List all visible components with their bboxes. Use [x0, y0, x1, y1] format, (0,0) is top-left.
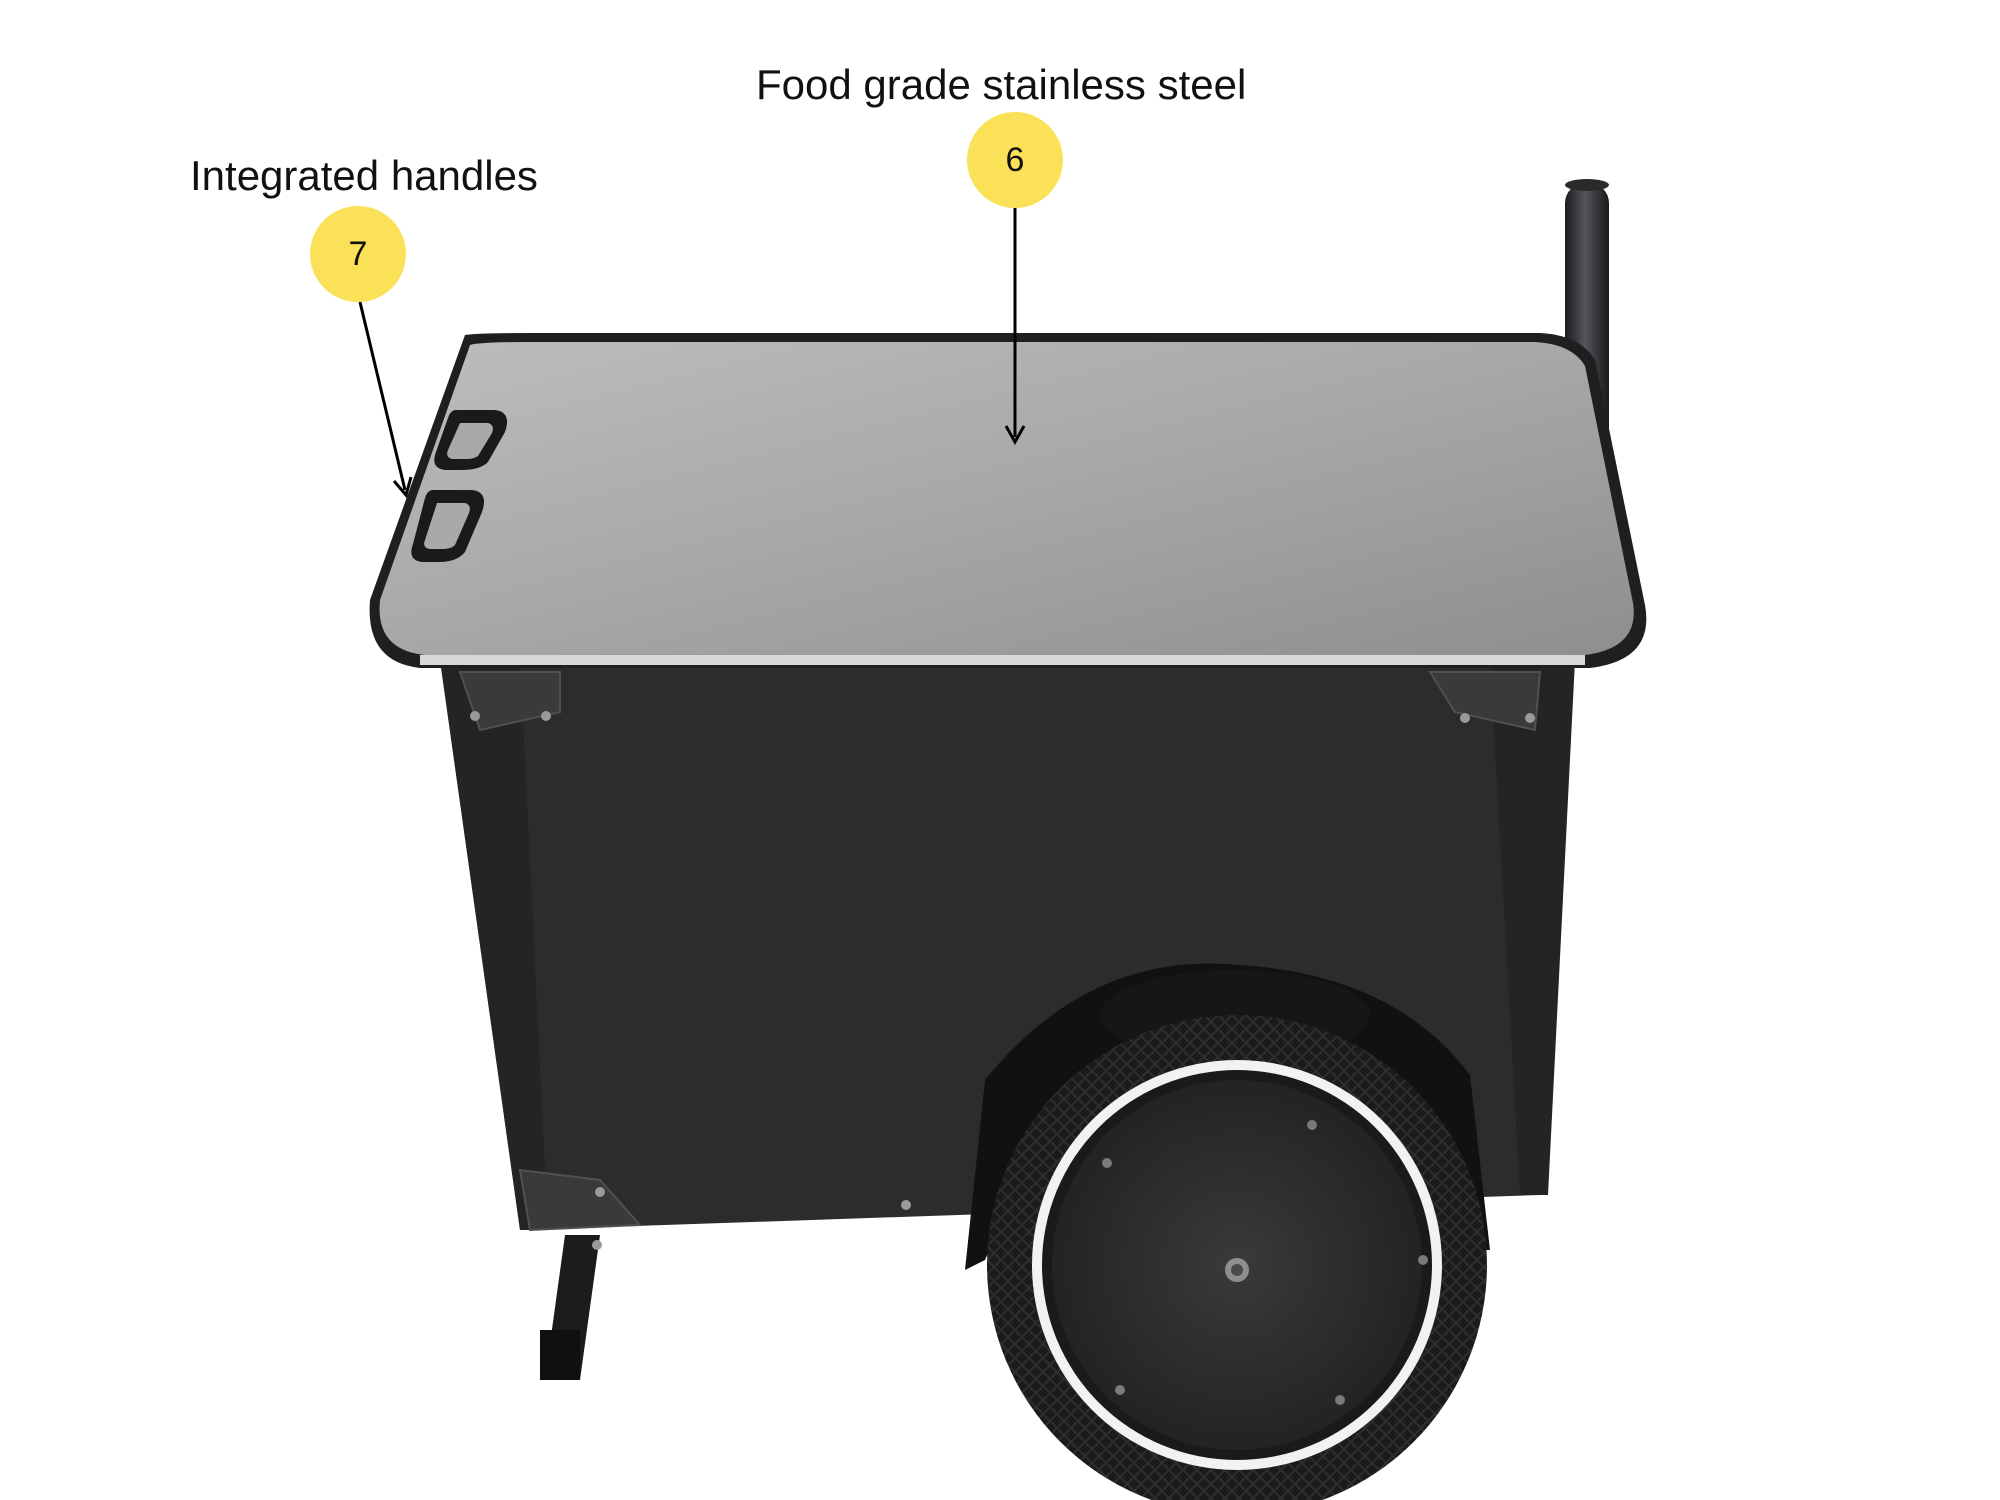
- wheel-assembly: [965, 963, 1490, 1500]
- kickstand-leg: [540, 1235, 602, 1380]
- callout-label-integrated-handles: Integrated handles: [190, 152, 538, 199]
- callout-badge-7: 7: [310, 206, 406, 302]
- integrated-handle-upper: [434, 410, 508, 470]
- stainless-steel-top: [369, 333, 1647, 668]
- callout-arrow-7: [358, 301, 413, 499]
- callout-arrow-6: [1004, 208, 1026, 446]
- callout-badge-6: 6: [967, 112, 1063, 208]
- callout-label-food-grade-steel: Food grade stainless steel: [756, 61, 1247, 108]
- integrated-handle-lower: [411, 490, 485, 562]
